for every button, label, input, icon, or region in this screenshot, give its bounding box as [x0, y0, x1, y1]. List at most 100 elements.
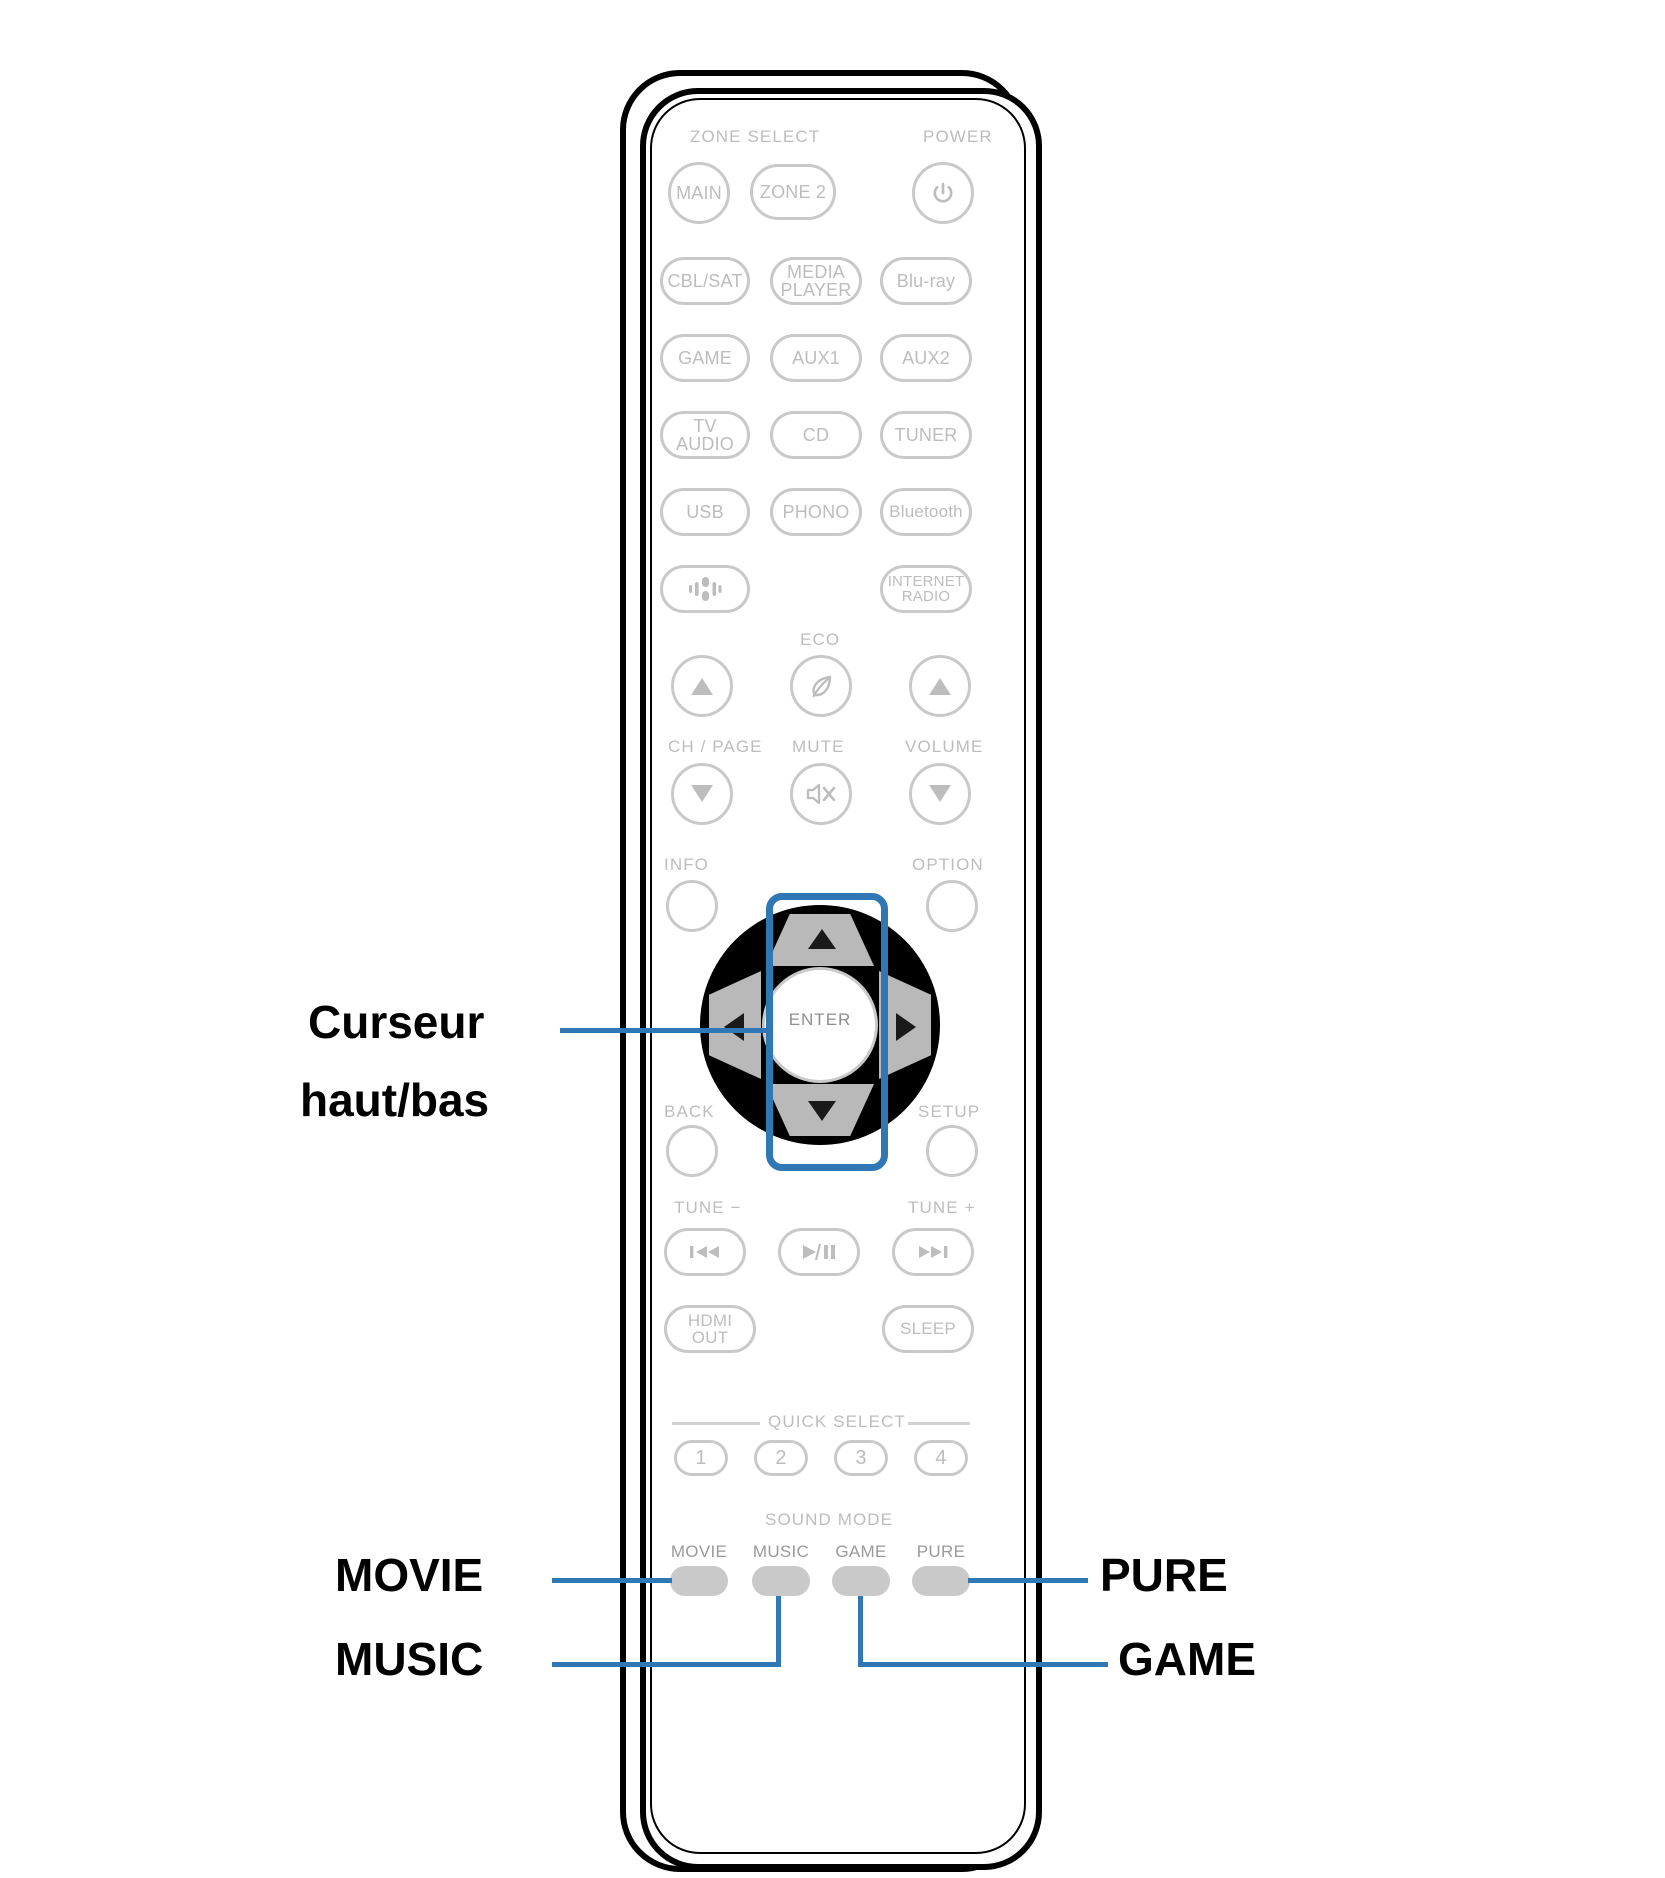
source-button-aux2-label: AUX2	[902, 347, 950, 368]
sound-mode-pure-label: PURE	[916, 1542, 966, 1561]
heos-icon	[689, 577, 722, 601]
quick-select-button-3[interactable]: 3	[834, 1440, 888, 1476]
sound-mode-music-button[interactable]	[752, 1566, 810, 1596]
zone-button-zone2[interactable]: ZONE 2	[750, 164, 836, 220]
quick-select-3-label: 3	[855, 1446, 867, 1469]
option-button[interactable]	[926, 880, 978, 932]
source-button-blu-ray[interactable]: Blu-ray	[880, 257, 972, 305]
previous-track-button[interactable]	[664, 1228, 746, 1276]
triangle-up-icon	[691, 678, 713, 695]
source-button-cbl-sat[interactable]: CBL/SAT	[660, 257, 750, 305]
play-pause-button[interactable]	[778, 1228, 860, 1276]
quick-select-rule-right	[908, 1422, 970, 1425]
source-button-media-player-label-2: PLAYER	[780, 280, 852, 300]
internet-radio-button[interactable]: INTERNET RADIO	[880, 565, 972, 613]
sleep-button[interactable]: SLEEP	[882, 1305, 974, 1353]
source-button-phono[interactable]: PHONO	[770, 488, 862, 536]
cursor-up-icon	[808, 929, 836, 949]
quick-select-button-4[interactable]: 4	[914, 1440, 968, 1476]
hdmi-out-label-1: HDMI	[687, 1310, 733, 1330]
leader-cursor	[560, 1028, 770, 1033]
leader-music-h	[552, 1662, 780, 1667]
callout-game: GAME	[1118, 1633, 1256, 1685]
quick-select-label: QUICK SELECT	[768, 1412, 906, 1431]
triangle-down-icon	[691, 785, 713, 802]
callout-movie: MOVIE	[335, 1549, 484, 1601]
callout-pure: PURE	[1100, 1549, 1228, 1601]
source-button-tuner[interactable]: TUNER	[880, 411, 972, 459]
ch-page-up-button[interactable]	[671, 655, 733, 717]
sound-mode-game-button[interactable]	[832, 1566, 890, 1596]
hdmi-out-button[interactable]: HDMI OUT	[664, 1305, 756, 1353]
zone-button-main-label: MAIN	[676, 182, 722, 203]
source-button-game[interactable]: GAME	[660, 334, 750, 382]
power-icon	[933, 182, 953, 203]
cursor-up-down-highlight	[766, 893, 888, 1171]
internet-radio-label-1: INTERNET	[887, 572, 965, 590]
zone-button-zone2-label: ZONE 2	[759, 181, 827, 202]
power-label: POWER	[923, 127, 993, 146]
source-button-tuner-label: TUNER	[894, 424, 958, 445]
enter-button[interactable]	[762, 967, 878, 1083]
source-button-cbl-sat-label: CBL/SAT	[667, 270, 743, 291]
source-button-cd[interactable]: CD	[770, 411, 862, 459]
cursor-left-icon	[724, 1013, 744, 1041]
quick-select-2-label: 2	[775, 1446, 787, 1469]
volume-label: VOLUME	[905, 737, 984, 756]
source-button-media-player-label-1: MEDIA	[786, 261, 845, 282]
leader-pure	[968, 1578, 1088, 1583]
triangle-up-icon	[929, 678, 951, 695]
sound-mode-game-label: GAME	[835, 1542, 887, 1561]
zone-button-main[interactable]: MAIN	[668, 162, 730, 224]
next-track-button[interactable]	[892, 1228, 974, 1276]
triangle-down-icon	[929, 785, 951, 802]
quick-select-button-2[interactable]: 2	[754, 1440, 808, 1476]
play-pause-icon	[803, 1243, 835, 1261]
source-button-bluetooth[interactable]: Bluetooth	[880, 488, 972, 536]
enter-label: ENTER	[788, 1010, 852, 1029]
quick-select-rule-left	[672, 1422, 760, 1425]
mute-button[interactable]	[790, 763, 852, 825]
hdmi-out-label-2: OUT	[691, 1328, 729, 1347]
sound-mode-music-label: MUSIC	[752, 1542, 810, 1561]
source-button-media-player[interactable]: MEDIA PLAYER	[770, 257, 862, 305]
cursor-pad[interactable]: ENTER	[700, 905, 940, 1145]
sound-mode-label: SOUND MODE	[765, 1510, 894, 1529]
source-button-tv-audio[interactable]: TV AUDIO	[660, 411, 750, 459]
mute-label: MUTE	[792, 737, 845, 756]
eco-label: ECO	[800, 630, 841, 649]
setup-button[interactable]	[926, 1125, 978, 1177]
source-button-usb-label: USB	[686, 501, 724, 522]
sleep-label: SLEEP	[900, 1319, 956, 1339]
cursor-down-icon	[808, 1101, 836, 1121]
sound-mode-pure-button[interactable]	[912, 1566, 970, 1596]
info-label: INFO	[664, 855, 710, 874]
leader-game-v	[858, 1596, 863, 1667]
option-label: OPTION	[912, 855, 984, 874]
callout-music: MUSIC	[335, 1633, 484, 1685]
internet-radio-label-2: RADIO	[901, 588, 951, 605]
volume-up-button[interactable]	[909, 655, 971, 717]
quick-select-4-label: 4	[935, 1446, 947, 1469]
sound-mode-movie-button[interactable]	[670, 1566, 728, 1596]
back-label: BACK	[664, 1102, 715, 1121]
tune-minus-label: TUNE −	[674, 1198, 742, 1217]
source-button-phono-label: PHONO	[782, 501, 850, 522]
quick-select-button-1[interactable]: 1	[674, 1440, 728, 1476]
cursor-right-icon	[896, 1013, 916, 1041]
source-button-usb[interactable]: USB	[660, 488, 750, 536]
back-button[interactable]	[666, 1125, 718, 1177]
leader-music-v	[776, 1596, 781, 1667]
zone-select-label: ZONE SELECT	[690, 127, 821, 146]
eco-button[interactable]	[790, 655, 852, 717]
mute-speaker-icon	[806, 783, 836, 805]
volume-down-button[interactable]	[909, 763, 971, 825]
source-button-aux2[interactable]: AUX2	[880, 334, 972, 382]
power-button[interactable]	[912, 162, 974, 224]
source-button-aux1[interactable]: AUX1	[770, 334, 862, 382]
ch-page-down-button[interactable]	[671, 763, 733, 825]
callout-cursor-line2: haut/bas	[300, 1074, 490, 1126]
info-button[interactable]	[666, 880, 718, 932]
heos-button[interactable]	[660, 565, 750, 613]
